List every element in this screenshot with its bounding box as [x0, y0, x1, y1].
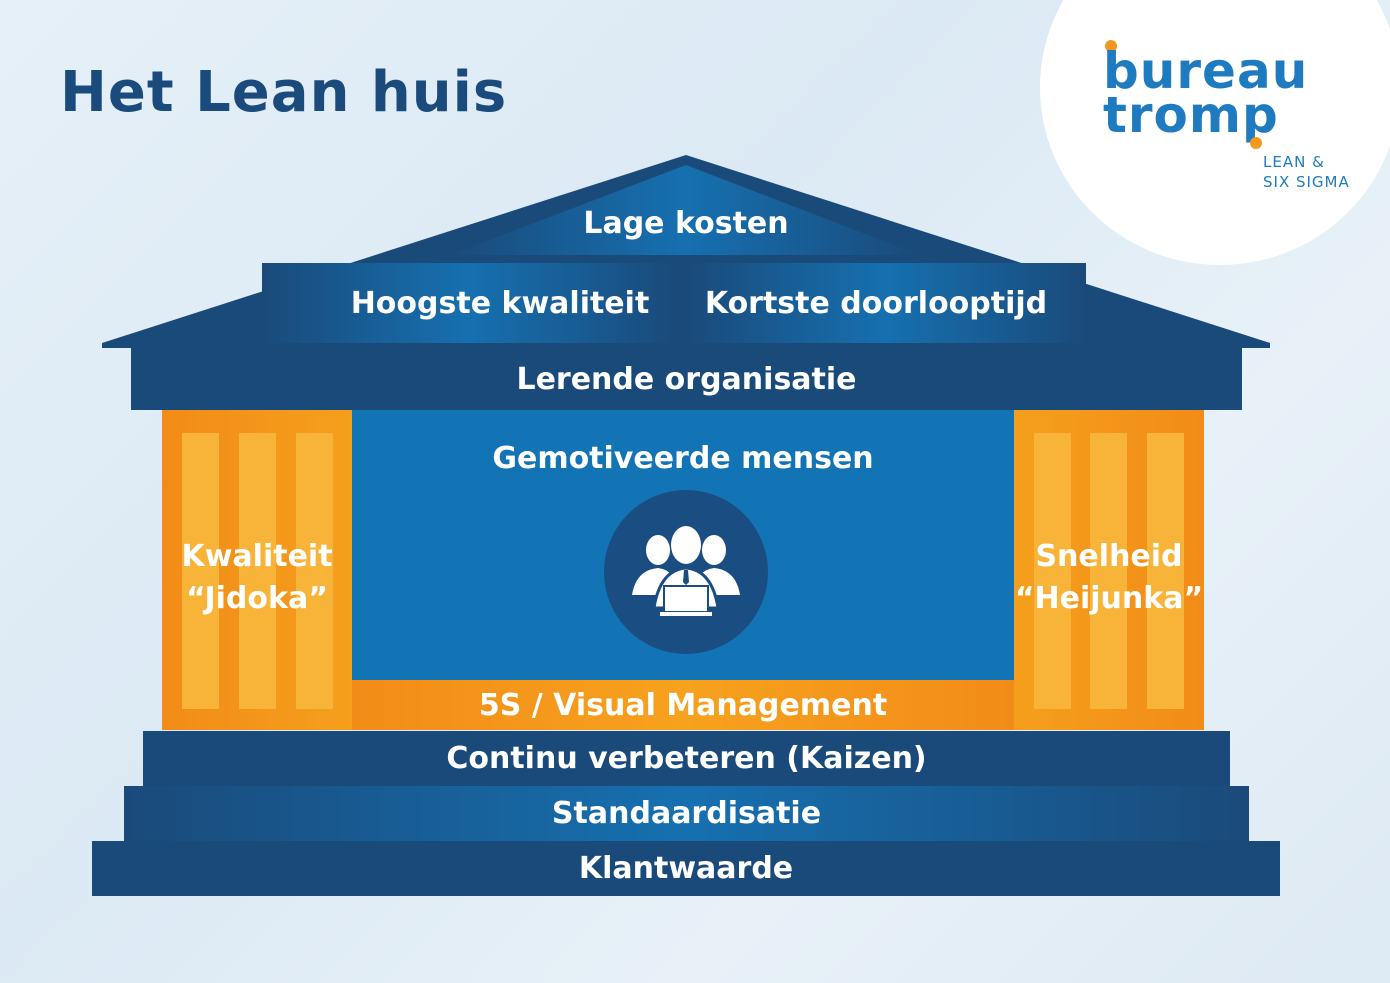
center-title: Gemotiveerde mensen: [492, 440, 874, 476]
logo-word-bureau: bureau: [1103, 42, 1309, 100]
roof-top-label: Lage kosten: [583, 205, 789, 241]
pillar-stripe: [296, 433, 333, 709]
floor-5s-visual-management: 5S / Visual Management: [352, 680, 1014, 730]
pillar-stripe: [239, 433, 276, 709]
logo-dot-icon: [1105, 40, 1117, 52]
page-title: Het Lean huis: [60, 60, 508, 125]
pillar-stripe: [1090, 433, 1127, 709]
logo-dot-icon: [1250, 137, 1262, 149]
step-klantwaarde: Klantwaarde: [92, 841, 1280, 896]
roof-left-label: Hoogste kwaliteit: [350, 285, 650, 321]
step-kaizen: Continu verbeteren (Kaizen): [143, 731, 1230, 786]
pillar-stripe: [1034, 433, 1071, 709]
beam-lerende-organisatie: Lerende organisatie: [131, 348, 1242, 410]
pillar-left-label: Kwaliteit “Jidoka”: [181, 539, 333, 616]
step-standaardisatie: Standaardisatie: [124, 786, 1249, 841]
logo-tagline: SIX SIGMA: [1263, 173, 1350, 191]
pillar-stripe: [1147, 433, 1184, 709]
pillar-stripe: [182, 433, 219, 709]
logo-word-tromp: tromp: [1103, 86, 1279, 144]
team-icon: [632, 526, 740, 616]
roof-right-label: Kortste doorlooptijd: [704, 285, 1048, 321]
pillar-right-label: Snelheid “Heijunka”: [1014, 539, 1204, 616]
logo-tagline: LEAN &: [1263, 153, 1325, 171]
